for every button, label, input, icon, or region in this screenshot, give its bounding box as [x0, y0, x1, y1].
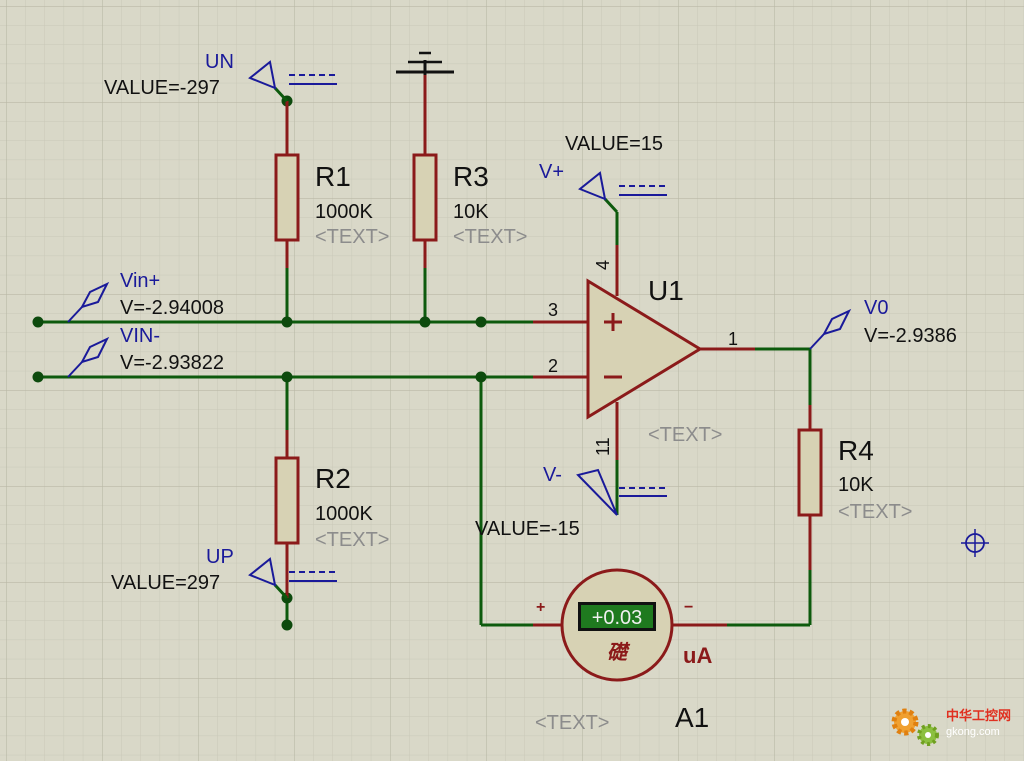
resistor-r2[interactable]: R2 1000K <TEXT>: [274, 430, 389, 598]
u1-pin-vneg: 11: [593, 437, 613, 456]
node-r1-junction[interactable]: [281, 316, 293, 328]
u1-text: <TEXT>: [648, 424, 722, 446]
resistor-r1[interactable]: R1 1000K <TEXT>: [274, 101, 389, 268]
generator-un[interactable]: UN VALUE=-297: [104, 51, 337, 103]
r1-value: 1000K: [315, 201, 373, 223]
r2-value: 1000K: [315, 503, 373, 525]
node-plus-input[interactable]: [475, 316, 487, 328]
node-up-end[interactable]: [281, 619, 293, 631]
r1-ref: R1: [315, 161, 351, 192]
r4-value: 10K: [838, 474, 874, 496]
vin-plus-reading: V=-2.94008: [120, 297, 224, 319]
generator-up[interactable]: UP VALUE=297: [111, 546, 337, 600]
vin-minus-reading: V=-2.93822: [120, 352, 224, 374]
ammeter-a1[interactable]: +0.03 礎 + − uA <TEXT> A1: [533, 568, 727, 734]
up-value: VALUE=297: [111, 572, 220, 594]
v0-name: V0: [864, 297, 888, 319]
vpos-value: VALUE=15: [565, 133, 663, 155]
resistor-r4[interactable]: R4 10K <TEXT>: [797, 405, 912, 570]
u1-pin-vpos: 4: [593, 260, 613, 270]
meter-glyph: 礎: [607, 641, 631, 664]
r4-text: <TEXT>: [838, 501, 912, 523]
watermark-logo: 中华工控网 gkong.com: [891, 708, 1011, 746]
node-vin-plus-terminal[interactable]: [32, 316, 44, 328]
r3-text: <TEXT>: [453, 226, 527, 248]
probe-vin-plus[interactable]: Vin+ V=-2.94008: [67, 270, 224, 323]
r2-text: <TEXT>: [315, 529, 389, 551]
probe-v0[interactable]: V0 V=-2.9386: [809, 297, 957, 350]
v0-reading: V=-2.9386: [864, 325, 957, 347]
meter-unit: uA: [683, 643, 712, 668]
up-name: UP: [206, 546, 234, 568]
vin-minus-name: VIN-: [120, 325, 160, 347]
u1-pin-out: 1: [728, 329, 738, 349]
generator-vneg[interactable]: V- VALUE=-15: [475, 464, 667, 540]
node-vin-minus-terminal[interactable]: [32, 371, 44, 383]
a1-text: <TEXT>: [535, 712, 609, 734]
u1-pin-inv: 2: [548, 356, 558, 376]
r4-ref: R4: [838, 435, 874, 466]
meter-plus-sign: +: [536, 599, 545, 616]
meter-minus-sign: −: [684, 599, 693, 616]
opamp-u1[interactable]: 3 2 1 4 11 U1 <TEXT>: [533, 245, 755, 460]
vneg-name: V-: [543, 464, 562, 486]
ground-symbol[interactable]: [396, 51, 454, 75]
un-name: UN: [205, 51, 234, 73]
meter-reading: +0.03: [592, 607, 643, 629]
watermark-site: gkong.com: [946, 726, 1000, 738]
vin-plus-name: Vin+: [120, 270, 160, 292]
gear-icon: [891, 708, 939, 746]
node-r3-junction[interactable]: [419, 316, 431, 328]
u1-ref: U1: [648, 275, 684, 306]
un-value: VALUE=-297: [104, 77, 220, 99]
watermark-cn: 中华工控网: [946, 708, 1011, 724]
vpos-name: V+: [539, 161, 564, 183]
r3-value: 10K: [453, 201, 489, 223]
node-r2-junction[interactable]: [281, 371, 293, 383]
vneg-value: VALUE=-15: [475, 518, 580, 540]
generator-vpos[interactable]: V+ VALUE=15: [539, 133, 667, 214]
a1-ref: A1: [675, 702, 709, 733]
u1-pin-noninv: 3: [548, 300, 558, 320]
meter-display: [581, 605, 653, 628]
resistor-r3[interactable]: R3 10K <TEXT>: [412, 75, 527, 268]
r2-ref: R2: [315, 463, 351, 494]
origin-marker-icon: [961, 529, 989, 557]
r3-ref: R3: [453, 161, 489, 192]
node-feedback-junction[interactable]: [475, 371, 487, 383]
r1-text: <TEXT>: [315, 226, 389, 248]
probe-vin-minus[interactable]: VIN- V=-2.93822: [67, 325, 224, 378]
